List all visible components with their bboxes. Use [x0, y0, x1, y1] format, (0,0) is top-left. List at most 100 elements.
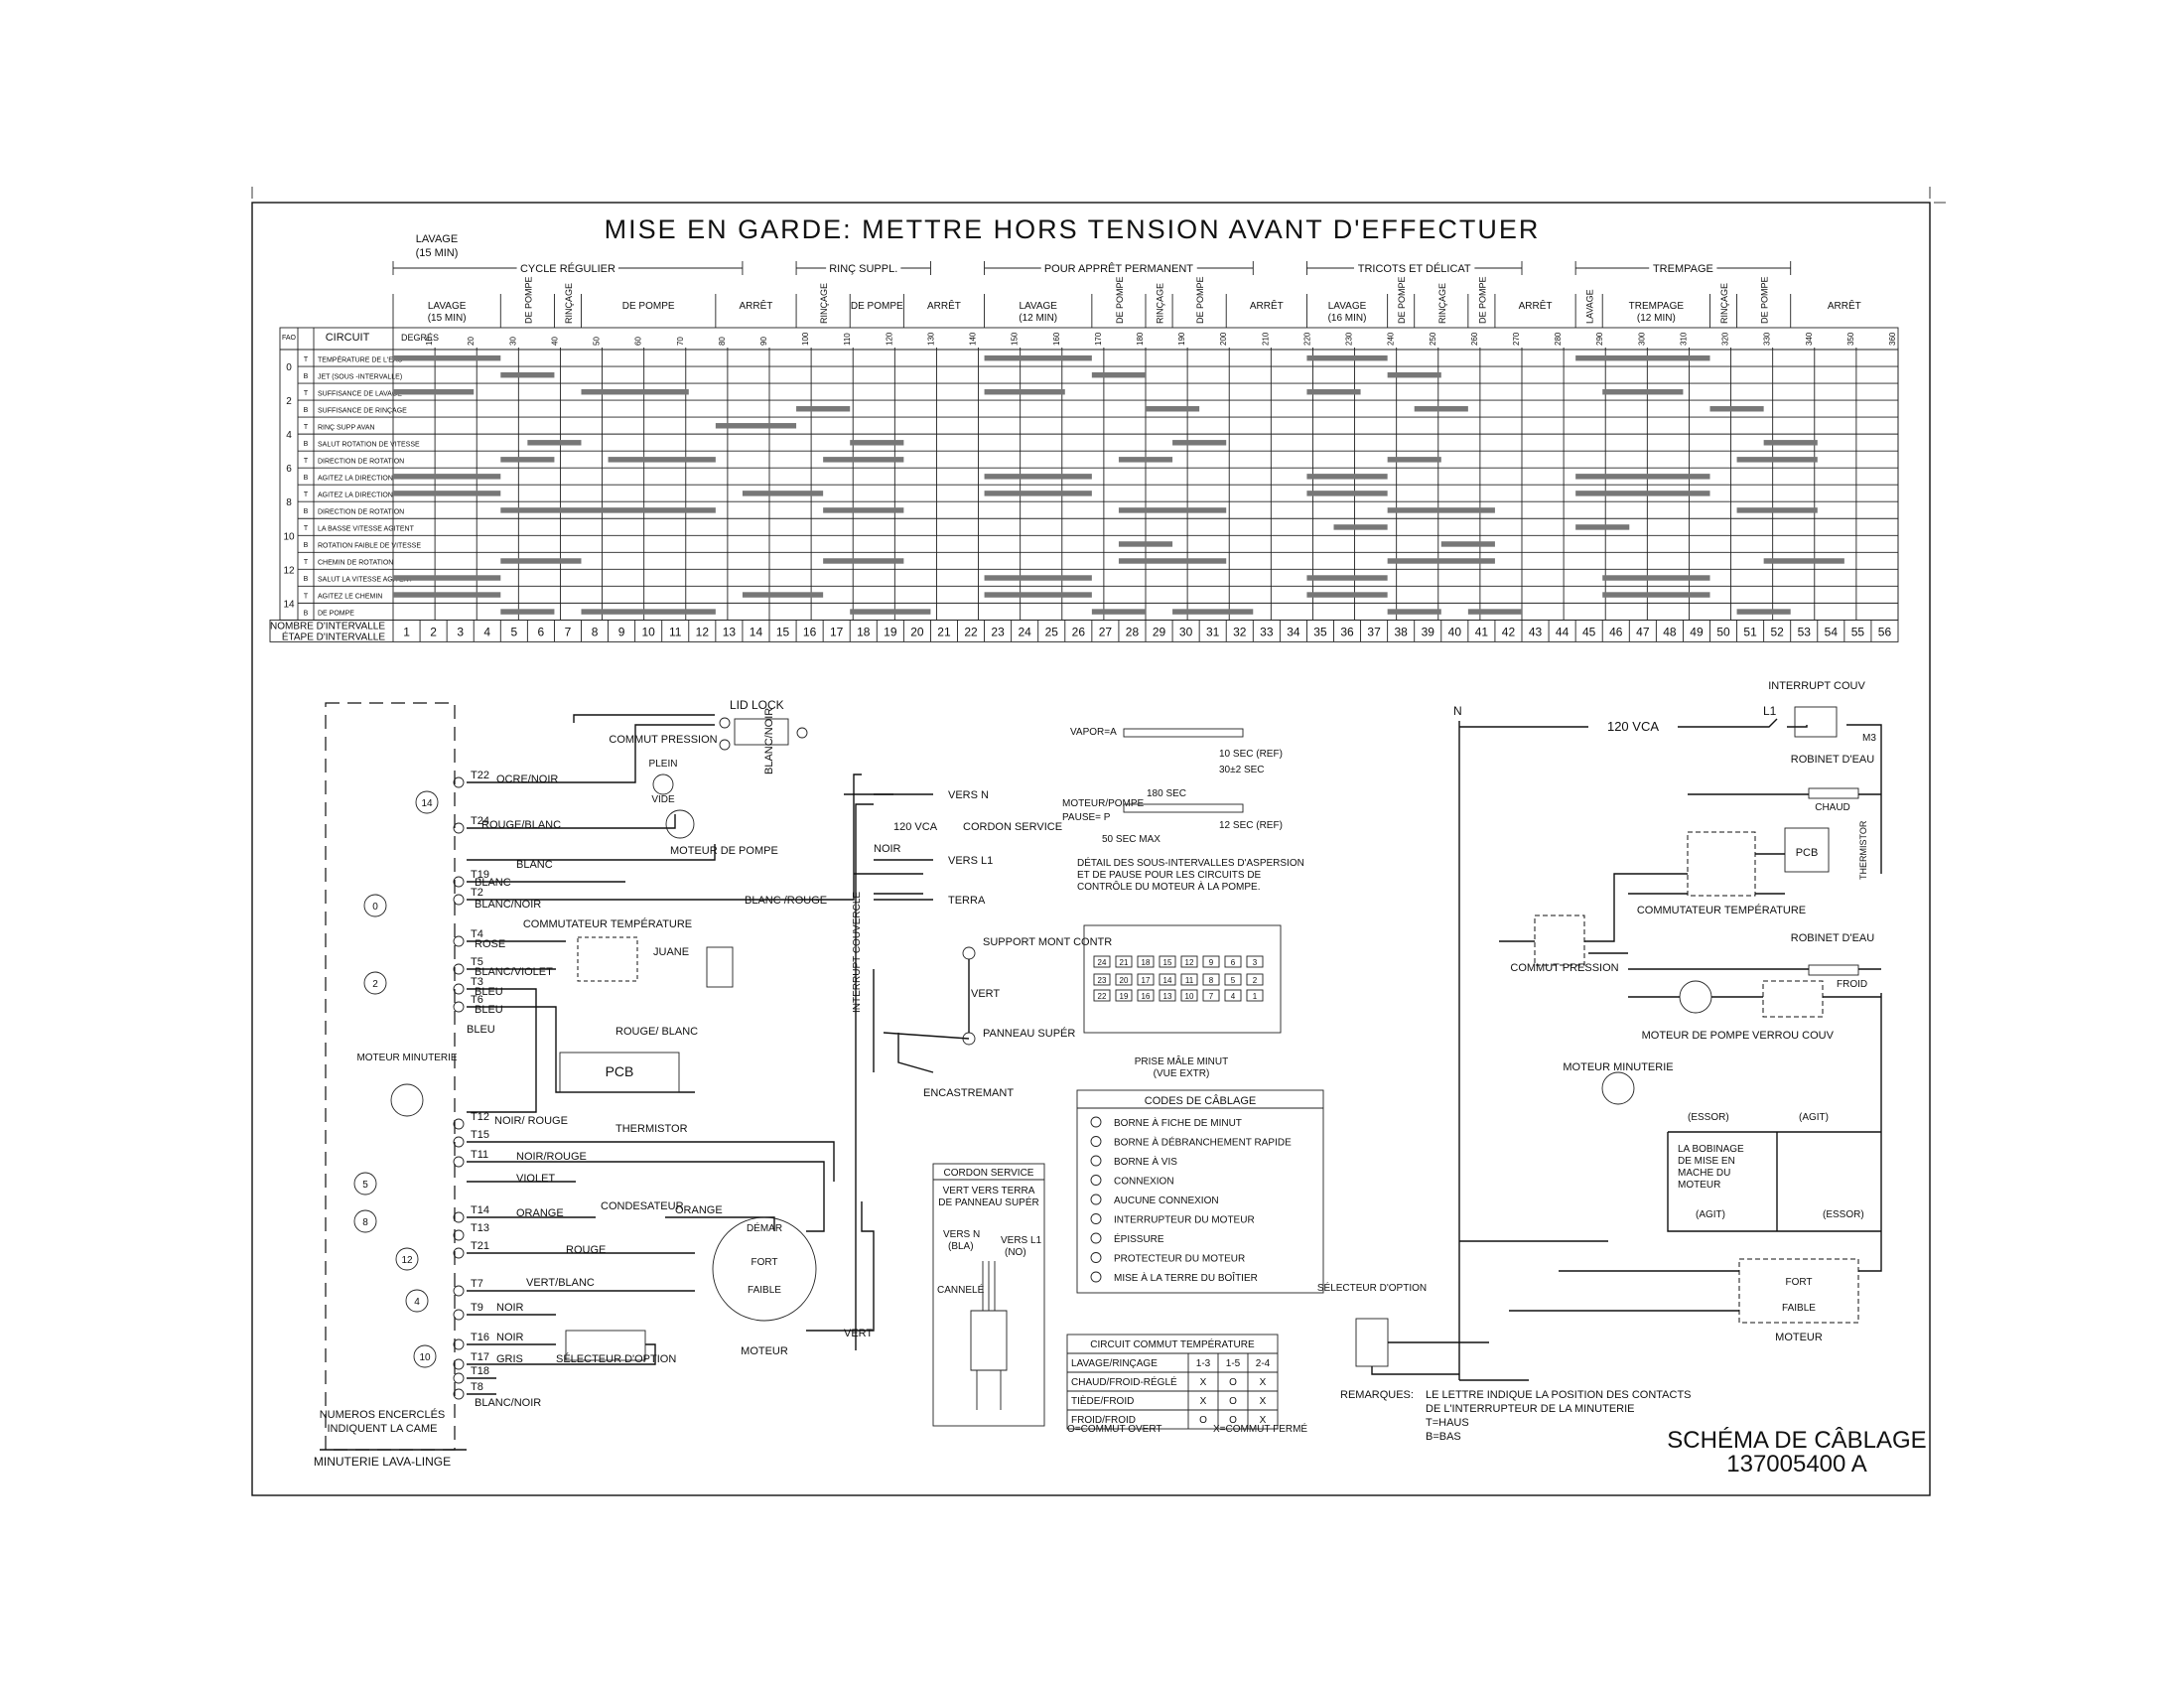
- code-item: BORNE À DÉBRANCHEMENT RAPIDE: [1114, 1136, 1292, 1149]
- interval-number: 39: [1422, 625, 1435, 638]
- verrou-label: VERROU COUV: [1752, 1030, 1835, 1042]
- degree-tick: 230: [1345, 332, 1354, 346]
- terminal-label: T5: [471, 956, 483, 968]
- terminal-pin: [453, 935, 465, 947]
- cam-circle: [363, 971, 387, 995]
- row-circuit-label: CHEMIN DE ROTATION: [318, 560, 393, 567]
- degree-tick: 70: [676, 337, 685, 346]
- interval-number: 32: [1233, 625, 1247, 638]
- wire-t15: NOIR/ROUGE: [516, 1151, 587, 1163]
- part-number: 137005400 A: [1726, 1451, 1866, 1477]
- terminal-label: T22: [471, 770, 489, 781]
- cordon-vers-l1: VERS L1: [1001, 1235, 1042, 1246]
- phase-label: ARRÊT: [1519, 299, 1553, 312]
- wire-t24-blanc: BLANC: [516, 859, 553, 871]
- plug-pin: [1246, 973, 1264, 986]
- interval-number: 53: [1798, 625, 1812, 638]
- terminal-pin: [453, 1372, 465, 1384]
- faible-label-left: FAIBLE: [748, 1285, 781, 1296]
- temp-table-cell: CHAUD/FROID-RÉGLÉ: [1071, 1375, 1177, 1388]
- vca-label-right: 120 VCA: [1607, 719, 1659, 734]
- cam-number: 14: [283, 599, 295, 610]
- plug-pin: [1115, 955, 1133, 968]
- temp-table-cell: O: [1199, 1415, 1207, 1426]
- n-label: N: [1453, 704, 1462, 718]
- terminal-label: T8: [471, 1381, 483, 1393]
- bobinage-1: LA BOBINAGE: [1678, 1144, 1744, 1155]
- code-item: INTERRUPTEUR DU MOTEUR: [1114, 1215, 1255, 1226]
- thermistor-label-right: THERMISTOR: [1858, 820, 1868, 880]
- plug-pin: [1246, 989, 1264, 1002]
- interval-number: 27: [1099, 625, 1113, 638]
- degree-tick: 270: [1512, 332, 1521, 346]
- interval-number: 54: [1825, 625, 1839, 638]
- code-item: AUCUNE CONNEXION: [1114, 1196, 1219, 1206]
- wire-t7: VERT/BLANC: [526, 1277, 595, 1289]
- row-circuit-label: SUFFISANCE DE RINÇAGE: [318, 407, 407, 414]
- timer-box: [325, 702, 456, 1451]
- temp-table-cell: X: [1260, 1396, 1267, 1407]
- terminal-pin: [453, 1309, 465, 1321]
- pause-label: PAUSE= P: [1062, 812, 1111, 823]
- interval-label-2: ÉTAPE D'INTERVALLE: [282, 630, 385, 642]
- wiring-codes-legend: CODES DE CÂBLAGE BORNE À FICHE DE MINUTB…: [1076, 1089, 1324, 1294]
- blanc-rouge-label: BLANC /ROUGE: [745, 895, 827, 907]
- terra-label: TERRA: [948, 895, 986, 907]
- terminal-label: T16: [471, 1332, 489, 1343]
- plug-pin-number: 22: [1098, 992, 1107, 1001]
- phase-label: DE POMPE: [1760, 276, 1770, 324]
- interval-number: 2: [430, 625, 437, 638]
- moteur-pompe-timing-label: MOTEUR/POMPE: [1062, 798, 1145, 809]
- plug-pin-number: 9: [1209, 958, 1214, 967]
- interval-number: 38: [1394, 625, 1408, 638]
- remarques-line4: B=BAS: [1426, 1431, 1461, 1443]
- detail-line1: DÉTAIL DES SOUS-INTERVALLES D'ASPERSION: [1077, 856, 1304, 869]
- cordon-label-left: CORDON SERVICE: [963, 821, 1062, 833]
- terminal-pin: [453, 1338, 465, 1350]
- interval-number: 5: [510, 625, 517, 638]
- wire-t4: ROSE: [475, 938, 505, 950]
- code-symbol: [1090, 1271, 1102, 1283]
- interval-number: 28: [1126, 625, 1140, 638]
- cam-label: 12: [401, 1255, 413, 1266]
- selecteur-label-right: SÉLECTEUR D'OPTION: [1317, 1281, 1427, 1294]
- interrupt-label-left: INTERRUPT COUVERCLE: [852, 892, 863, 1013]
- t12-label: 12 SEC (REF): [1219, 820, 1283, 831]
- phase-label: DE POMPE: [1115, 276, 1125, 324]
- temp-table-cell: X: [1260, 1415, 1267, 1426]
- degree-tick: 200: [1219, 332, 1228, 346]
- degree-tick: 250: [1429, 332, 1437, 346]
- degree-tick: 210: [1261, 332, 1270, 346]
- plug-pin-number: 17: [1142, 976, 1151, 985]
- interval-number: 45: [1582, 625, 1596, 638]
- moteur-pompe-label: MOTEUR DE POMPE: [670, 845, 778, 857]
- cam-circle: [405, 1289, 429, 1313]
- code-symbol: [1090, 1116, 1102, 1128]
- code-symbol: [1090, 1194, 1102, 1205]
- interrupt-couv-label: INTERRUPT COUV: [1768, 680, 1865, 692]
- cam-label: 5: [362, 1180, 368, 1191]
- temp-table-title: CIRCUIT COMMUT TEMPÉRATURE: [1090, 1337, 1255, 1350]
- essor-label-1: (ESSOR): [1688, 1112, 1729, 1123]
- code-symbol: [1090, 1136, 1102, 1147]
- interval-number: 12: [696, 625, 710, 638]
- degree-tick: 350: [1846, 332, 1855, 346]
- interval-number: 43: [1529, 625, 1543, 638]
- row-circuit-label: AGITEZ LE CHEMIN: [318, 594, 382, 601]
- plug-pin-number: 19: [1120, 992, 1129, 1001]
- wire-t24: ROUGE/BLANC: [481, 819, 561, 831]
- cordon-service-box: CORDON SERVICE VERT VERS TERRA DE PANNEA…: [932, 1163, 1045, 1427]
- degree-tick: 80: [718, 337, 727, 346]
- plug-pin: [1137, 973, 1155, 986]
- temperature-switch-table: CIRCUIT COMMUT TEMPÉRATURELAVAGE/RINÇAGE…: [1066, 1334, 1307, 1435]
- col-circuit: CIRCUIT: [326, 332, 370, 344]
- bobinage-3: MACHE DU: [1678, 1168, 1730, 1179]
- row-circuit-label: AGITEZ LA DIRECTION: [318, 475, 393, 482]
- t10-label: 10 SEC (REF): [1219, 749, 1283, 760]
- interval-number: 7: [565, 625, 572, 638]
- codes-title: CODES DE CÂBLAGE: [1145, 1094, 1256, 1107]
- code-item: PROTECTEUR DU MOTEUR: [1114, 1254, 1245, 1265]
- interval-number: 31: [1206, 625, 1220, 638]
